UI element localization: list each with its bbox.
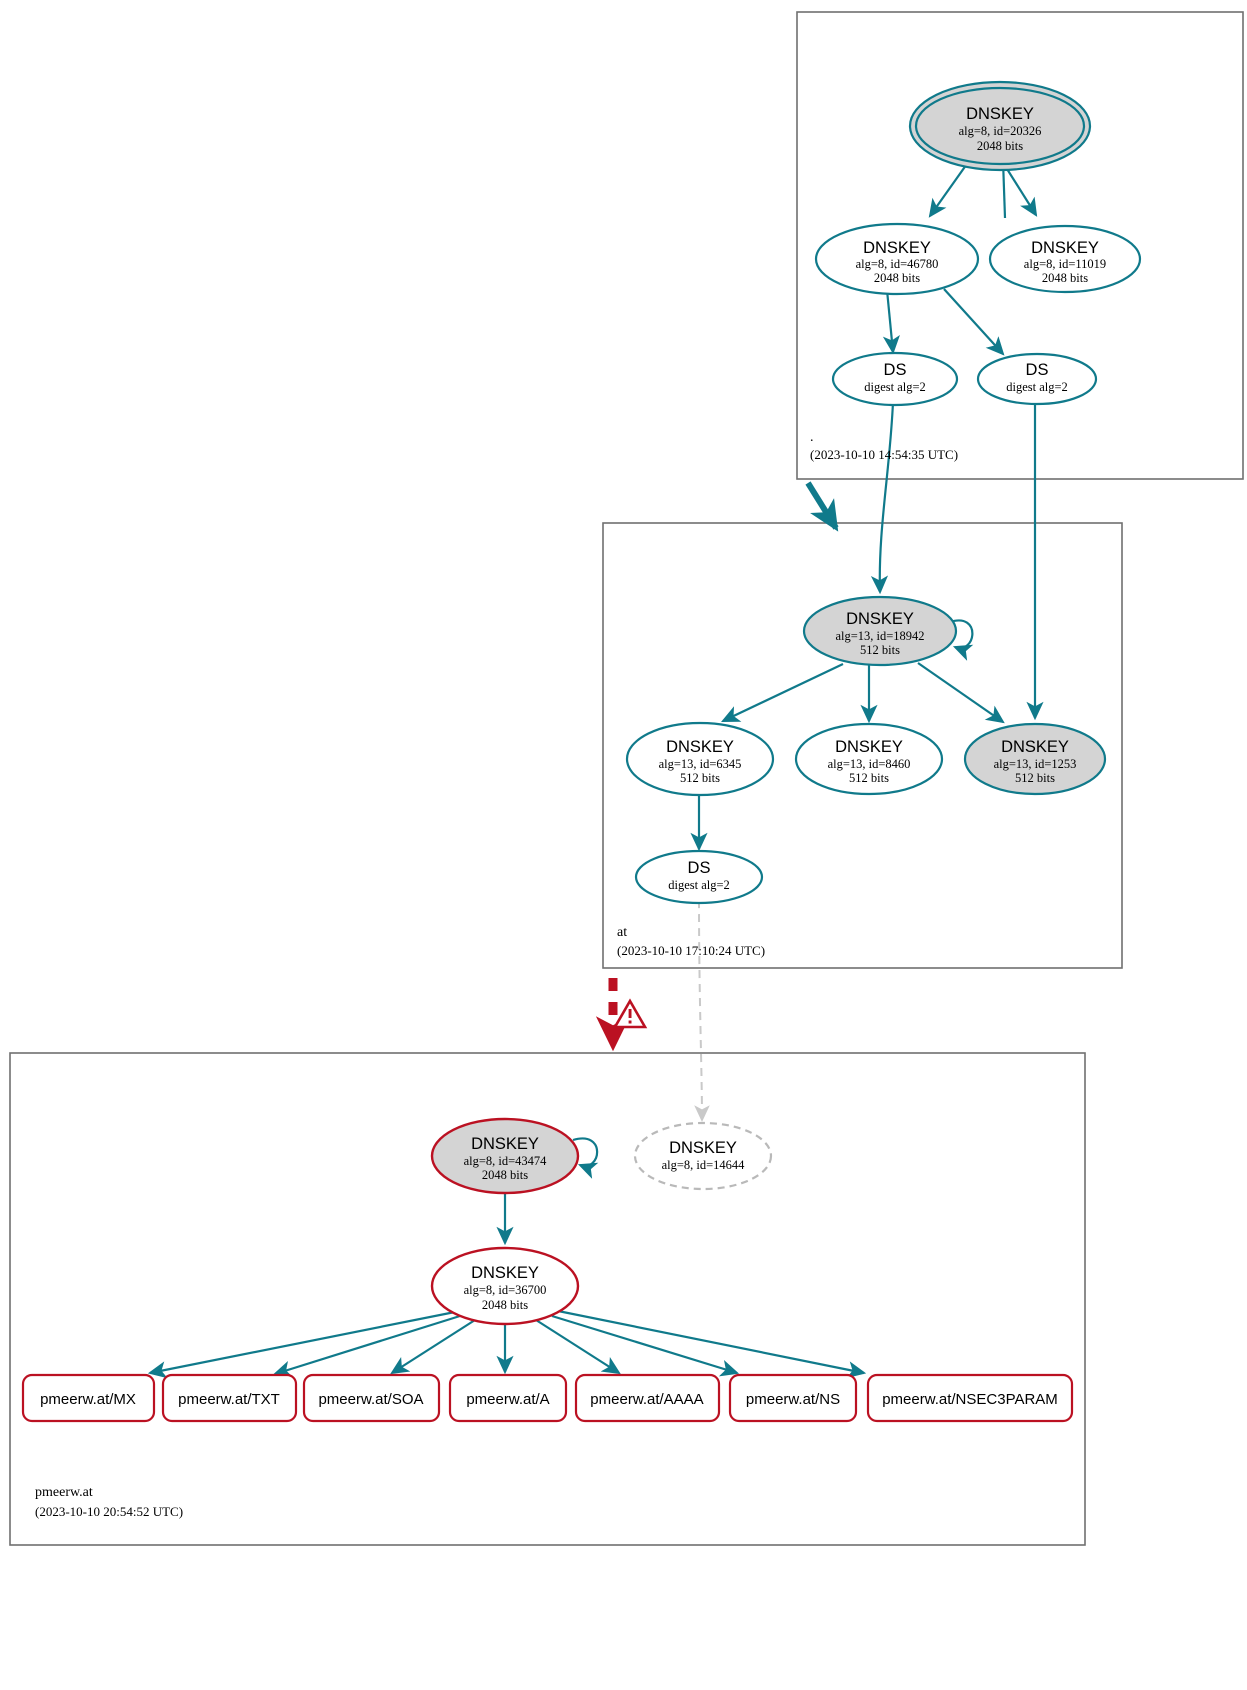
edge-self-k18942 [949,619,974,661]
edge-k46780-to-ds-a [882,289,900,355]
zone-label-pmeerw-at: pmeerw.at [35,1485,93,1500]
node-dnskey-1253[interactable]: DNSKEY alg=13, id=1253 512 bits [963,722,1107,796]
node-rrset-a[interactable]: pmeerw.at/A [448,1373,568,1423]
node-dnskey-18942[interactable]: DNSKEY alg=13, id=18942 512 bits [802,595,958,667]
node-dnskey-8460[interactable]: DNSKEY alg=13, id=8460 512 bits [794,722,944,796]
node-rrset-txt[interactable]: pmeerw.at/TXT [161,1373,298,1423]
node-title: DS [884,361,907,379]
node-detail-bits: 2048 bits [1042,271,1088,285]
node-title: DNSKEY [471,1264,539,1282]
node-detail-bits: 2048 bits [482,1298,528,1312]
node-detail-alg: alg=8, id=36700 [464,1283,547,1297]
node-dnskey-36700[interactable]: DNSKEY alg=8, id=36700 2048 bits [430,1246,580,1326]
node-detail-bits: 2048 bits [977,139,1023,153]
node-ds-root-b[interactable]: DS digest alg=2 [976,352,1098,406]
node-dnskey-46780[interactable]: DNSKEY alg=8, id=46780 2048 bits [814,222,980,296]
zone-timestamp-at: (2023-10-10 17:10:24 UTC) [617,943,765,958]
zone-box-pmeerw-at [9,1052,1086,1546]
edge-k46780-to-ds-b [943,288,1005,356]
zone-label-root: . [810,430,814,445]
rrset-label: pmeerw.at/AAAA [590,1391,703,1408]
edge-ds-root-a-to-k18942 [870,401,895,595]
edge-self-k43474 [572,1137,599,1179]
node-title: DNSKEY [666,738,734,756]
node-dnskey-6345[interactable]: DNSKEY alg=13, id=6345 512 bits [625,721,775,797]
node-detail-alg: alg=8, id=14644 [662,1158,746,1172]
node-rrset-soa[interactable]: pmeerw.at/SOA [302,1373,441,1423]
zone-timestamp-pmeerw-at: (2023-10-10 20:54:52 UTC) [35,1504,183,1519]
edge-k18942-to-k6345 [721,663,844,722]
zone-box-at [602,522,1123,969]
node-title: DNSKEY [966,105,1034,123]
node-title: DNSKEY [471,1135,539,1153]
rrset-label: pmeerw.at/NSEC3PARAM [882,1391,1058,1408]
rrset-label: pmeerw.at/TXT [178,1391,280,1408]
node-ds-root-a[interactable]: DS digest alg=2 [831,351,959,407]
node-title: DNSKEY [863,239,931,257]
rrset-label: pmeerw.at/SOA [318,1391,423,1408]
edge-ds-at-to-k14644-bogus [694,899,710,1122]
rrset-label: pmeerw.at/A [466,1391,549,1408]
node-detail-alg: alg=8, id=20326 [959,124,1042,138]
node-dnskey-43474[interactable]: DNSKEY alg=8, id=43474 2048 bits [430,1117,580,1195]
node-title: DS [688,859,711,877]
node-dnskey-14644[interactable]: DNSKEY alg=8, id=14644 [633,1121,773,1191]
node-detail-bits: 2048 bits [874,271,920,285]
node-title: DNSKEY [835,738,903,756]
node-detail-bits: 512 bits [860,643,900,657]
node-detail-digest: digest alg=2 [864,380,926,394]
node-title: DNSKEY [1001,738,1069,756]
node-detail-bits: 2048 bits [482,1168,528,1182]
node-detail-bits: 512 bits [680,771,720,785]
node-detail-digest: digest alg=2 [668,878,730,892]
zone-box-root [796,11,1244,480]
edge-k36700-to-rr-ns [551,1314,740,1377]
node-rrset-nsec3param[interactable]: pmeerw.at/NSEC3PARAM [866,1373,1074,1423]
zone-label-at: at [617,925,627,940]
edge-k36700-to-rr-txt [272,1314,461,1378]
node-title: DNSKEY [846,610,914,628]
node-rrset-aaaa[interactable]: pmeerw.at/AAAA [574,1373,721,1423]
node-detail-alg: alg=13, id=18942 [835,629,924,643]
node-detail-bits: 512 bits [1015,771,1055,785]
node-ds-at[interactable]: DS digest alg=2 [634,849,764,905]
edge-k36700-to-rr-soa [390,1319,476,1375]
rrset-label: pmeerw.at/MX [40,1391,136,1408]
edge-k36700-to-rr-nsec3param [557,1309,867,1379]
edge-k36700-to-rr-aaaa [535,1319,621,1375]
node-detail-alg: alg=8, id=11019 [1024,257,1106,271]
node-detail-digest: digest alg=2 [1006,380,1068,394]
node-detail-alg: alg=13, id=6345 [659,757,742,771]
node-dnskey-20326[interactable]: DNSKEY alg=8, id=20326 2048 bits [908,80,1092,172]
node-detail-alg: alg=13, id=1253 [994,757,1077,771]
node-detail-alg: alg=8, id=46780 [856,257,939,271]
node-title: DS [1026,361,1049,379]
node-title: DNSKEY [1031,239,1099,257]
node-rrset-mx[interactable]: pmeerw.at/MX [21,1373,156,1423]
rrset-label: pmeerw.at/NS [746,1391,840,1408]
edge-k20326-to-k46780b [928,160,970,218]
node-title: DNSKEY [669,1139,737,1157]
node-detail-alg: alg=13, id=8460 [828,757,911,771]
node-rrset-ns[interactable]: pmeerw.at/NS [728,1373,858,1423]
edge-delegation-root-to-at [805,481,839,532]
zone-timestamp-root: (2023-10-10 14:54:35 UTC) [810,447,958,462]
edge-k36700-to-rr-mx [147,1310,456,1379]
node-dnskey-11019[interactable]: DNSKEY alg=8, id=11019 2048 bits [988,224,1142,294]
node-detail-bits: 512 bits [849,771,889,785]
warning-triangle-icon [612,998,648,1029]
node-detail-alg: alg=8, id=43474 [464,1154,548,1168]
edge-k18942-to-k1253 [917,662,1005,724]
